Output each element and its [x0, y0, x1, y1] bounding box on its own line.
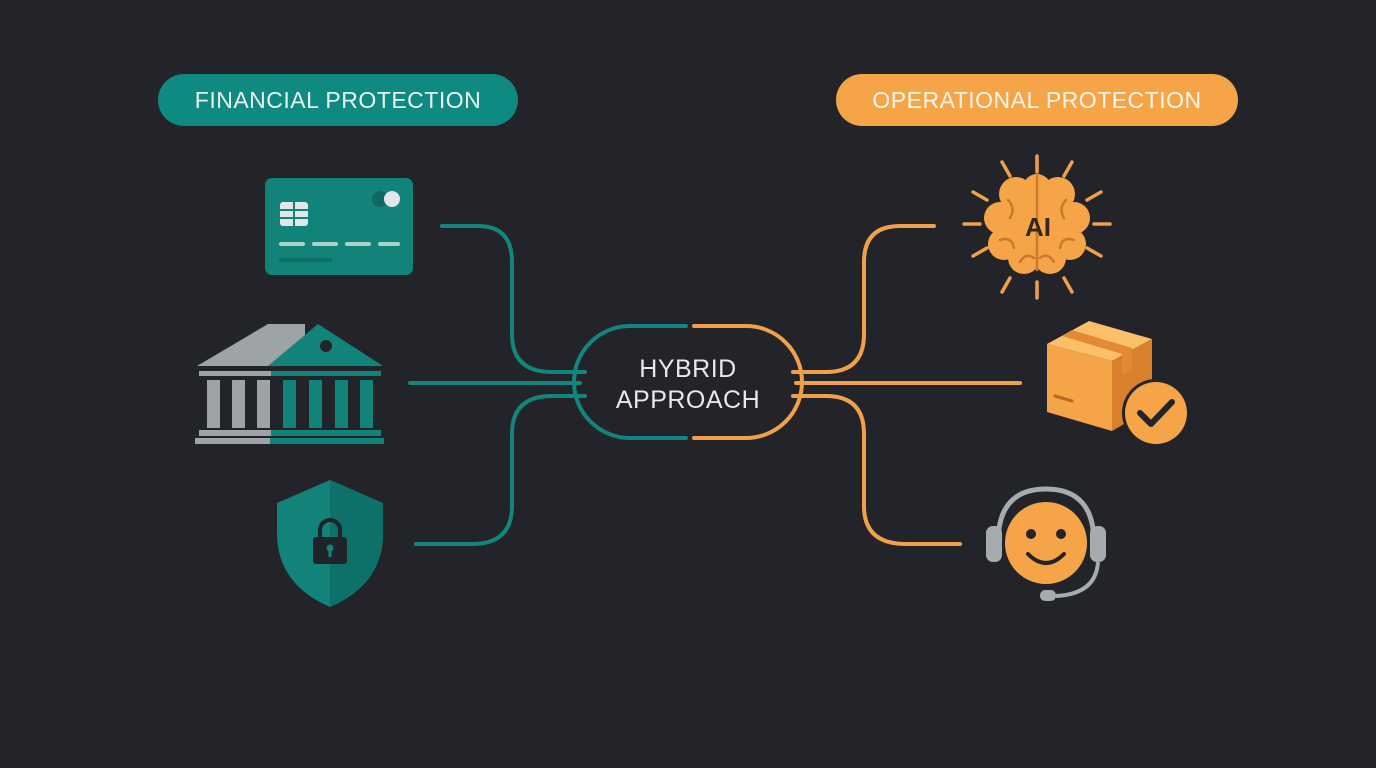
connector-card	[440, 224, 587, 374]
connector-support	[791, 394, 962, 546]
operational-protection-label: OPERATIONAL PROTECTION	[836, 74, 1238, 126]
shield-lock-icon	[277, 480, 383, 607]
bank-icon	[195, 324, 384, 444]
hub-outline	[572, 324, 804, 440]
credit-card-icon	[265, 178, 413, 275]
connector-ai	[791, 224, 936, 374]
hub-label-line1: HYBRID	[639, 355, 737, 383]
hub-label-line2: APPROACH	[615, 386, 761, 414]
package-check-icon	[1047, 321, 1190, 447]
support-agent-icon	[986, 486, 1106, 601]
hybrid-approach-hub: HYBRID APPROACH	[582, 354, 794, 416]
ai-icon-text: AI	[1025, 212, 1051, 242]
ai-brain-icon: AI	[962, 154, 1112, 300]
financial-protection-label: FINANCIAL PROTECTION	[158, 74, 518, 126]
connector-shield	[414, 394, 587, 546]
